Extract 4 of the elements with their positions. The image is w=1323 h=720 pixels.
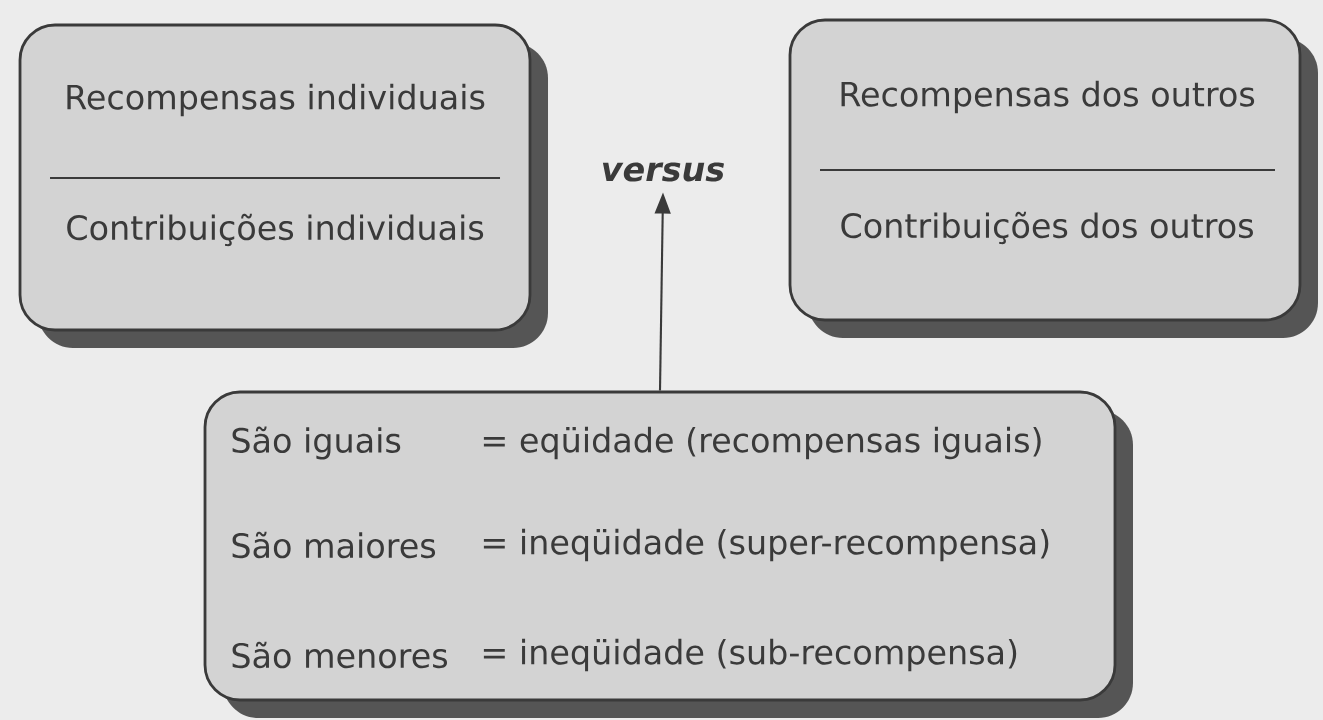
rounded-box: Recompensas individuais Contribuições individuais xyxy=(18,23,548,348)
label-text: versus xyxy=(602,162,724,182)
rounded-box: São iguais = eqüidade (recompensas iguais) São maiores = ineqüidade (super-recompensa) São menores = ineqüidade (sub-recompensa) xyxy=(203,390,1133,718)
rounded-box: Recompensas dos outros Contribuições dos outros xyxy=(788,18,1318,338)
